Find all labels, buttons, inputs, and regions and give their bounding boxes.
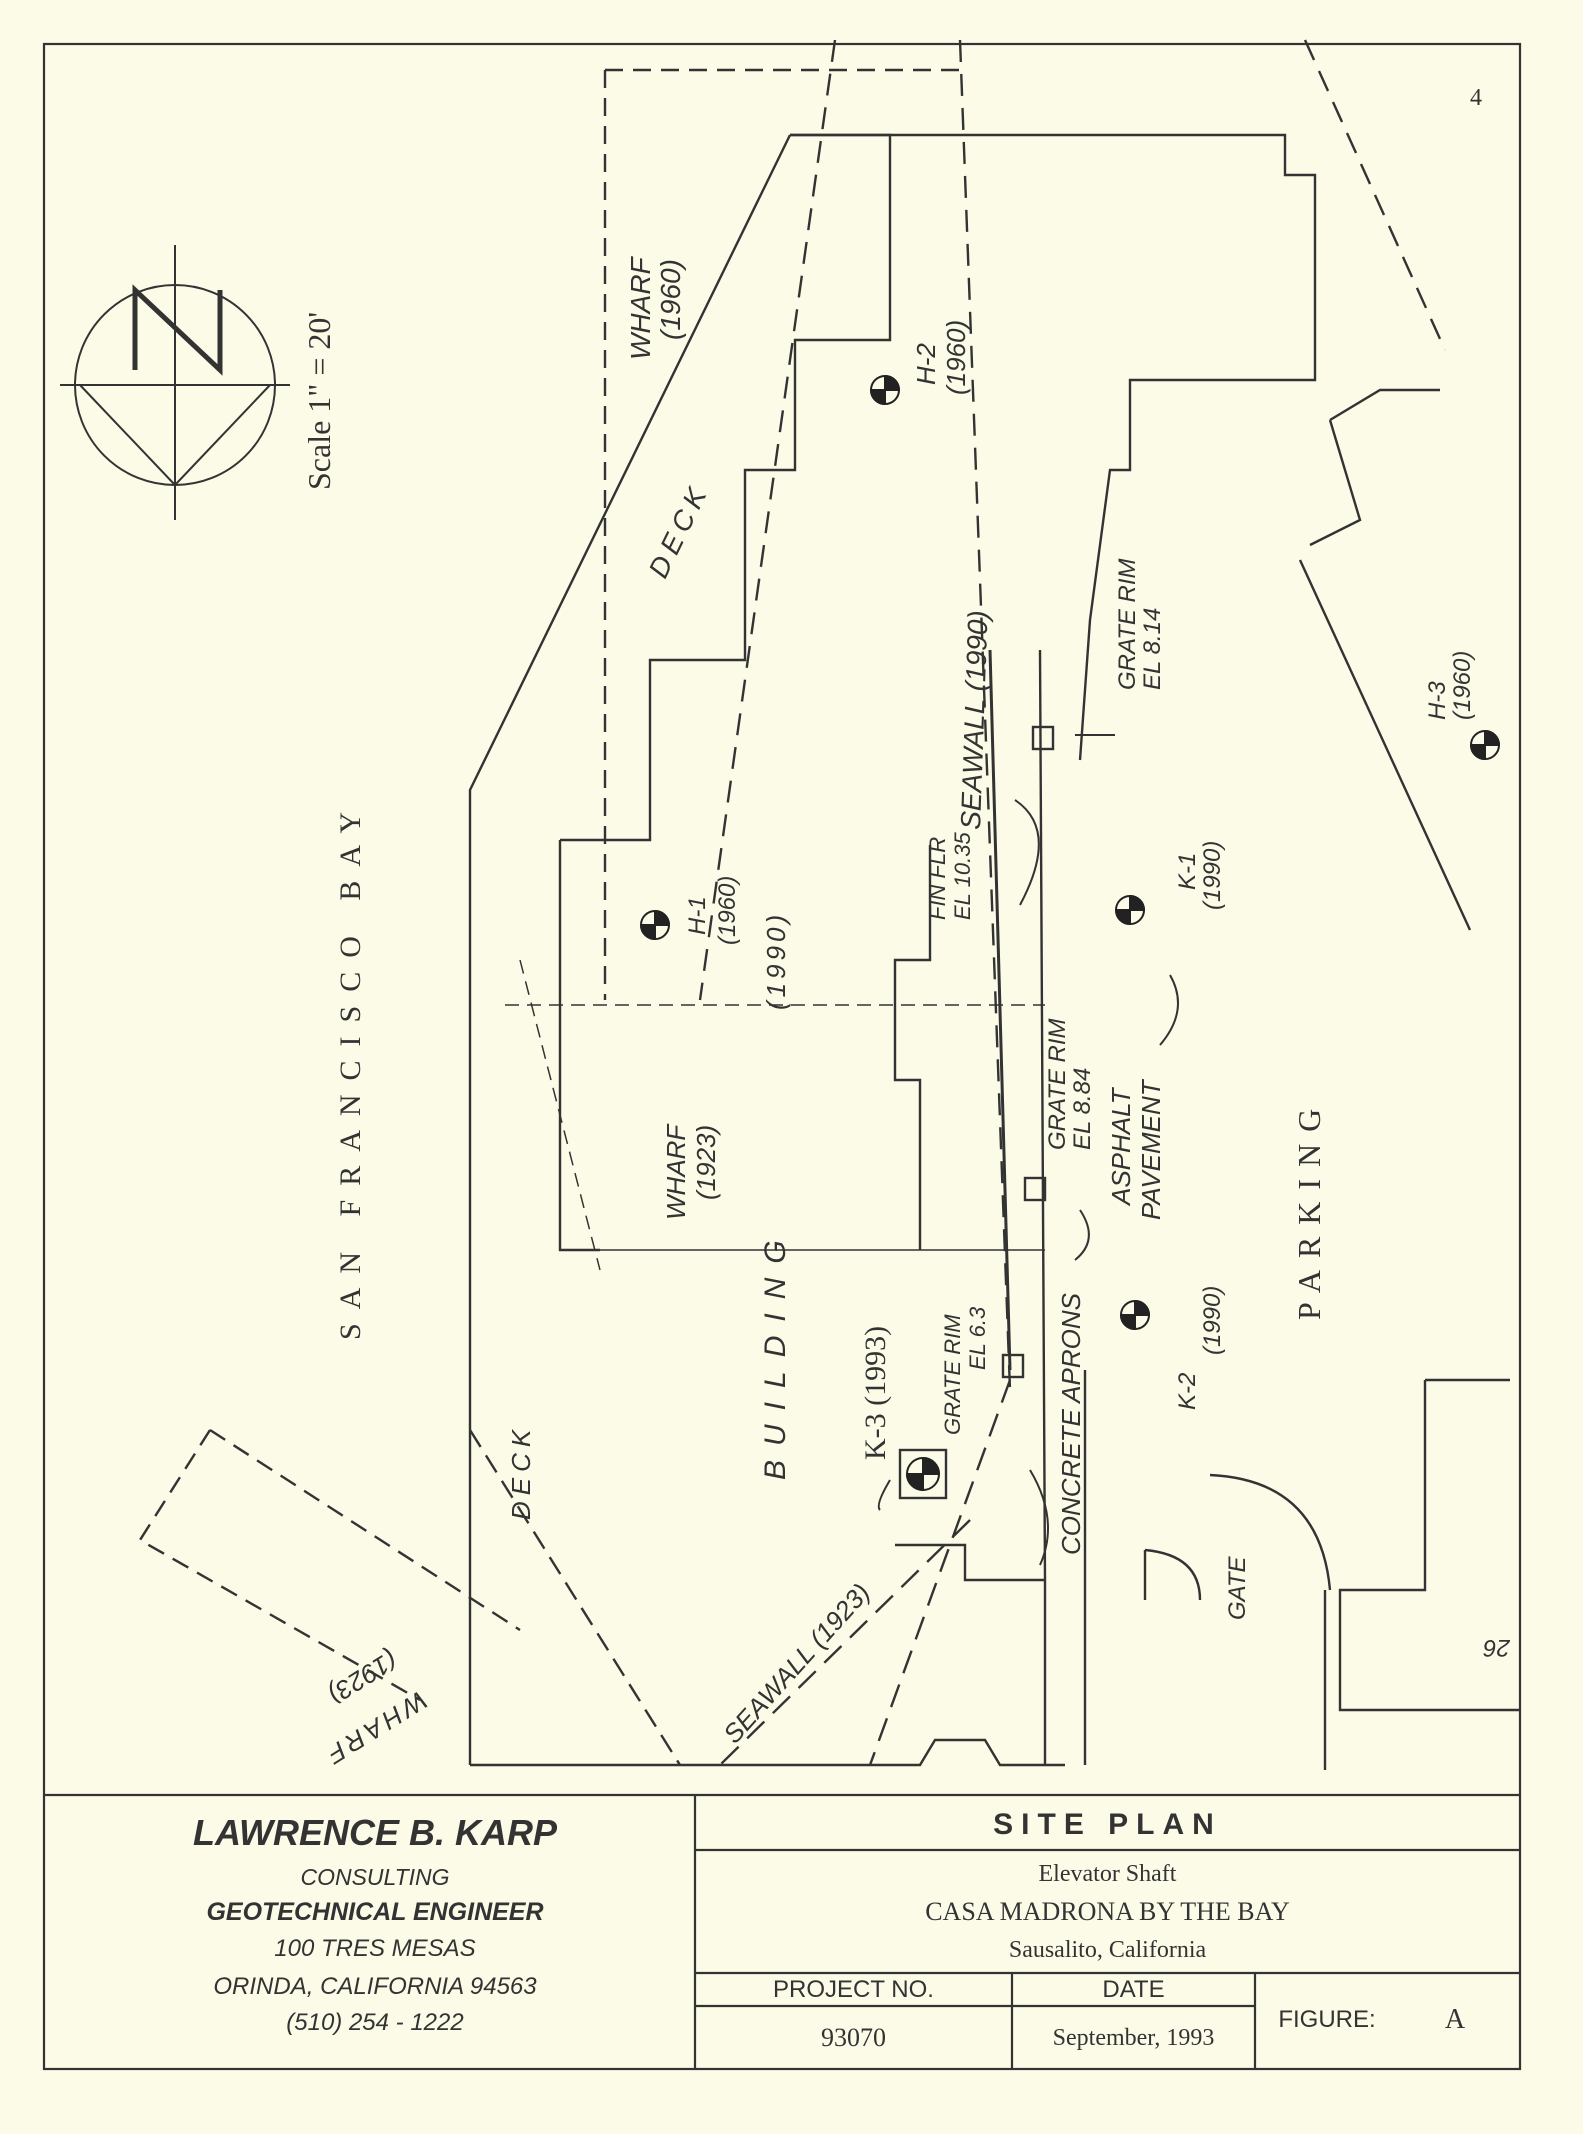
deck-upper-label: DECK — [643, 478, 715, 583]
h2-year: (1960) — [941, 320, 971, 395]
wharf-1923-mid-year: (1923) — [691, 1125, 721, 1200]
grate-rim-low-label: GRATE RIM — [940, 1314, 965, 1435]
figure-label: FIGURE: — [1278, 2006, 1376, 2033]
phone: (510) 254 - 1222 — [286, 2009, 464, 2036]
building-label: BUILDING — [759, 1226, 792, 1480]
seawall-1990-label: SEAWALL (1990) — [955, 610, 994, 830]
gate-label: GATE — [1224, 1555, 1251, 1620]
date-label: DATE — [1102, 1976, 1165, 2003]
h1-year: (1960) — [714, 876, 741, 945]
h1-label: H-1 — [684, 896, 711, 935]
concrete-aprons-label: CONCRETE APRONS — [1056, 1292, 1086, 1555]
fin-flr-el: EL 10.35 — [950, 832, 975, 920]
seawall-1923-label: SEAWALL (1923) — [717, 1577, 876, 1749]
subtitle3: Sausalito, California — [1008, 1936, 1207, 1963]
k2-label: K-2 — [1174, 1373, 1201, 1410]
grate-rim-low-el: EL 6.3 — [965, 1306, 990, 1370]
firm-line2: GEOTECHNICAL ENGINEER — [206, 1897, 544, 1926]
plan-linework — [138, 39, 1520, 1770]
wharf-1923-left-year: (1923) — [323, 1645, 403, 1710]
deck-lower-label: DECK — [506, 1424, 536, 1520]
h2-label: H-2 — [911, 343, 941, 385]
wharf-1960-year: (1960) — [655, 259, 686, 340]
firm-line1: CONSULTING — [300, 1863, 450, 1890]
date-value: September, 1993 — [1052, 2024, 1215, 2051]
figure-value: A — [1444, 2004, 1466, 2035]
wharf-1960-label: WHARF — [625, 255, 656, 360]
subtitle2: CASA MADRONA BY THE BAY — [925, 1897, 1290, 1926]
grate-rim-top-label: GRATE RIM — [1114, 558, 1141, 690]
building-year: (1990) — [761, 911, 791, 1010]
parking-label: PARKING — [1291, 1097, 1327, 1320]
project-no: 93070 — [821, 2023, 886, 2052]
address2: ORINDA, CALIFORNIA 94563 — [213, 1973, 537, 2000]
grate-rim-mid-el: EL 8.84 — [1069, 1068, 1096, 1150]
k2-year: (1990) — [1199, 1286, 1226, 1355]
corner-partial-label: 26 — [1483, 1634, 1511, 1661]
north-arrow-icon — [60, 245, 290, 520]
k3-label: K-3 (1993) — [859, 1326, 892, 1460]
wharf-1923-mid-label: WHARF — [661, 1123, 691, 1220]
fin-flr-label: FIN FLR — [925, 837, 950, 920]
scale-label: Scale 1" = 20' — [301, 312, 337, 490]
project-no-label: PROJECT NO. — [773, 1976, 934, 2003]
grate-rim-mid-label: GRATE RIM — [1044, 1018, 1071, 1150]
asphalt-label: ASPHALT — [1106, 1086, 1136, 1207]
grate-rim-top-el: EL 8.14 — [1139, 608, 1166, 690]
address1: 100 TRES MESAS — [274, 1935, 476, 1962]
drawing-title: SITE PLAN — [993, 1808, 1222, 1841]
subtitle1: Elevator Shaft — [1038, 1860, 1177, 1887]
firm-name: LAWRENCE B. KARP — [192, 1812, 557, 1853]
page-number: 4 — [1470, 85, 1482, 111]
h3-label: H-3 — [1424, 681, 1451, 720]
k1-label: K-1 — [1174, 853, 1201, 890]
h3-year: (1960) — [1449, 651, 1476, 720]
boring-location-icon — [639, 374, 1501, 1492]
bay-label: SAN FRANCISCO BAY — [334, 798, 367, 1340]
pavement-label: PAVEMENT — [1136, 1078, 1166, 1220]
leader-arrows — [877, 734, 1179, 1566]
drawing-border — [42, 42, 1522, 2071]
k1-year: (1990) — [1199, 841, 1226, 910]
